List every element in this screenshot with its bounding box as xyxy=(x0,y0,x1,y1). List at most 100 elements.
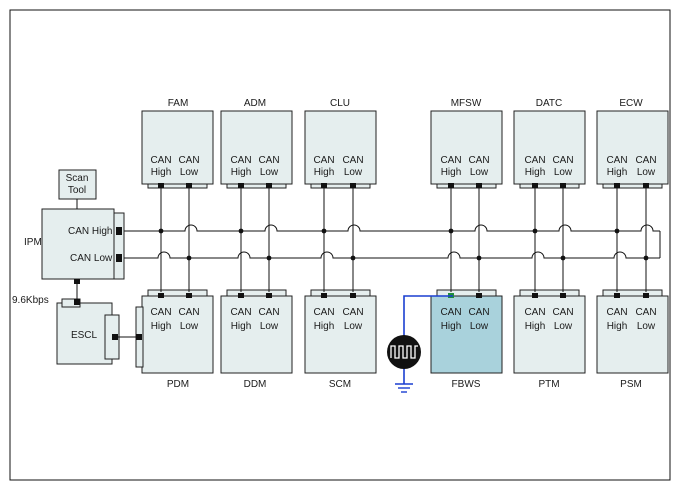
can-low-pin xyxy=(476,183,482,188)
top-module-labels: FAM ADM CLU MFSW DATC ECW xyxy=(168,98,644,109)
can-low-label: CAN xyxy=(552,307,573,318)
can-low-label-sub: Low xyxy=(470,321,489,332)
can-bus-lines xyxy=(122,224,661,259)
can-low-label: CAN xyxy=(468,155,489,166)
ipm-can-low-label: CAN Low xyxy=(70,253,113,264)
connector-housing xyxy=(519,289,580,297)
can-low-label-sub: Low xyxy=(344,167,363,178)
ipm-label: IPM xyxy=(24,237,42,248)
can-low-pin xyxy=(560,293,566,298)
can-high-label: CAN xyxy=(150,307,171,318)
can-low-label-sub: Low xyxy=(260,321,279,332)
can-high-pin xyxy=(321,293,327,298)
can-low-label-sub: Low xyxy=(470,167,489,178)
module-body xyxy=(304,295,377,374)
module-scm: CAN High CAN Low xyxy=(304,289,377,374)
can-high-label: CAN xyxy=(313,307,334,318)
module-body xyxy=(513,110,586,185)
can-high-label-sub: High xyxy=(525,321,546,332)
can-low-label: CAN xyxy=(342,155,363,166)
connector-housing xyxy=(310,289,371,297)
can-high-pin xyxy=(532,293,538,298)
can-low-pin xyxy=(266,183,272,188)
module-body xyxy=(430,295,503,374)
module-body xyxy=(220,110,293,185)
scan-tool-label-line2: Tool xyxy=(68,185,86,196)
can-high-label-sub: High xyxy=(607,321,628,332)
module-label-adm: ADM xyxy=(244,98,266,109)
module-body xyxy=(430,110,503,185)
can-low-pin xyxy=(266,293,272,298)
module-label-datc: DATC xyxy=(536,98,562,109)
can-low-label-sub: Low xyxy=(260,167,279,178)
can-high-pin xyxy=(158,293,164,298)
can-low-pin xyxy=(560,183,566,188)
can-low-pin xyxy=(186,183,192,188)
pdm-escl-pin xyxy=(136,334,142,340)
can-high-label-sub: High xyxy=(314,321,335,332)
module-label-clu: CLU xyxy=(330,98,350,109)
module-body xyxy=(596,110,669,185)
can-low-label-sub: Low xyxy=(554,167,573,178)
module-pdm: CAN High CAN Low xyxy=(141,289,214,374)
can-high-pin xyxy=(158,183,164,188)
waveform-icon xyxy=(387,335,421,369)
module-label-ptm: PTM xyxy=(538,379,559,390)
can-low-label-sub: Low xyxy=(344,321,363,332)
can-high-label-sub: High xyxy=(314,167,335,178)
can-low-label: CAN xyxy=(342,307,363,318)
can-low-label: CAN xyxy=(635,155,656,166)
module-body xyxy=(513,295,586,374)
module-label-ddm: DDM xyxy=(244,379,267,390)
can-low-label-sub: Low xyxy=(637,167,656,178)
can-low-label: CAN xyxy=(178,307,199,318)
can-high-pin xyxy=(448,183,454,188)
ipm-module: CAN High CAN Low xyxy=(41,208,125,284)
escl-speed-label: 9.6Kbps xyxy=(12,295,49,306)
can-low-label-sub: Low xyxy=(637,321,656,332)
scan-tool: Scan Tool xyxy=(58,169,97,209)
can-low-label-sub: Low xyxy=(180,321,199,332)
ipm-can-high-label: CAN High xyxy=(68,226,112,237)
escl-module: ESCL xyxy=(56,284,138,365)
can-low-label: CAN xyxy=(258,155,279,166)
can-high-pin xyxy=(238,183,244,188)
bottom-module-labels: PDM DDM SCM FBWS PTM PSM xyxy=(167,379,642,390)
module-body xyxy=(220,295,293,374)
can-high-label-sub: High xyxy=(151,321,172,332)
module-body xyxy=(141,295,214,374)
can-high-label: CAN xyxy=(230,307,251,318)
can-low-label-sub: Low xyxy=(180,167,199,178)
can-high-pin xyxy=(532,183,538,188)
can-high-pin xyxy=(614,183,620,188)
modules-layer: CANHighCANLowCANHighCANLowCANHighCANLowC… xyxy=(122,110,669,374)
can-low-label: CAN xyxy=(468,307,489,318)
can-high-label: CAN xyxy=(150,155,171,166)
can-low-label: CAN xyxy=(178,155,199,166)
can-low-pin xyxy=(186,293,192,298)
module-body xyxy=(304,110,377,185)
ground-icon xyxy=(395,383,413,393)
module-label-psm: PSM xyxy=(620,379,642,390)
can-high-label-sub: High xyxy=(441,167,462,178)
module-label-ecw: ECW xyxy=(619,98,643,109)
can-high-pin xyxy=(614,293,620,298)
can-low-label: CAN xyxy=(258,307,279,318)
can-high-label-sub: High xyxy=(441,321,462,332)
module-label-fbws: FBWS xyxy=(452,379,481,390)
module-label-fam: FAM xyxy=(168,98,189,109)
connector-housing xyxy=(602,289,663,297)
square-wave-glyph xyxy=(390,345,418,359)
can-high-label: CAN xyxy=(440,155,461,166)
can-low-bus xyxy=(122,251,660,259)
scan-tool-label-line1: Scan xyxy=(66,173,89,184)
